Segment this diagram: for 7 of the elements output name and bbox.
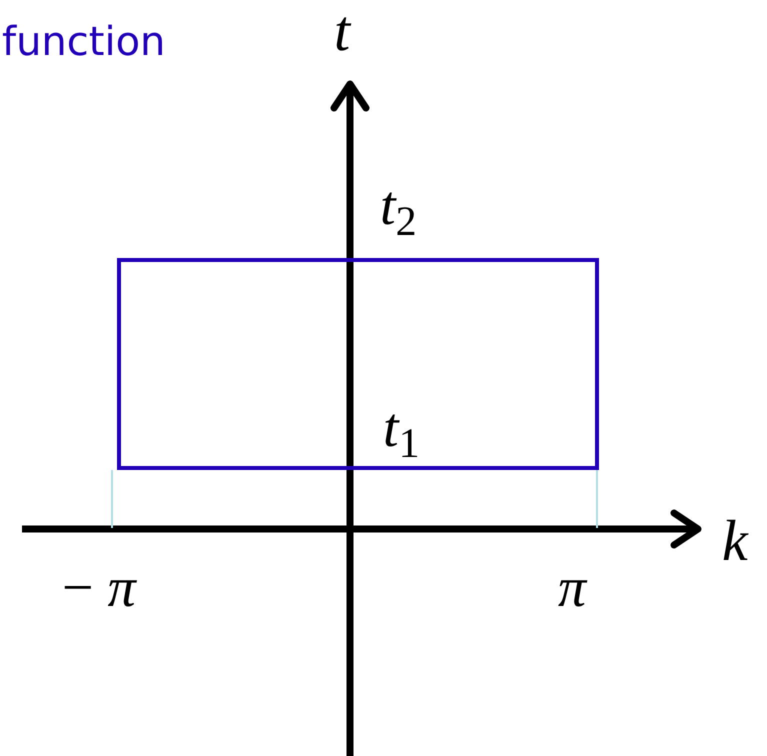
axis-tick-label: π xyxy=(558,560,586,616)
axis-label: t xyxy=(334,2,350,60)
axis-tick-label: t$_{1}$ xyxy=(383,400,420,456)
heading-text: function xyxy=(2,22,166,62)
axis-tick-label: t$_{2}$ xyxy=(380,178,417,234)
axis-tick-label: − π xyxy=(62,560,136,616)
axis-label: k xyxy=(722,512,748,570)
